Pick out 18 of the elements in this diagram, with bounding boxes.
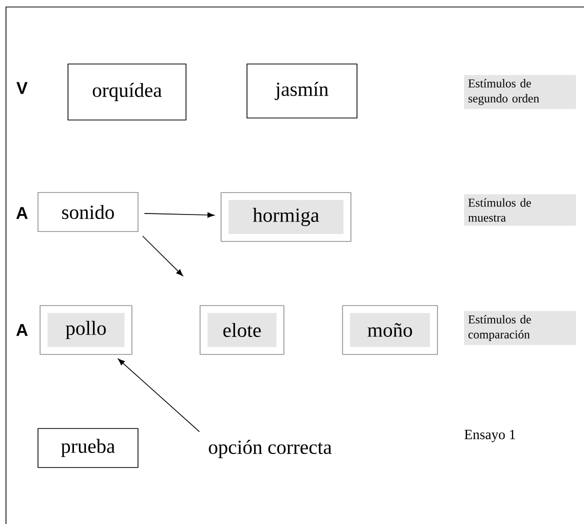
arrow	[142, 236, 183, 276]
category-box: Estímulos de comparación	[464, 311, 576, 345]
stimulus-box: pollo	[40, 305, 132, 355]
stimulus-box: prueba	[38, 428, 138, 468]
row-letter: V	[16, 82, 28, 94]
arrow	[144, 212, 214, 218]
annotation-text: opción correcta	[208, 440, 332, 458]
category-box: Estímulos de segundo orden	[464, 75, 576, 109]
stimulus-box: sonido	[38, 192, 138, 232]
row-letter: A	[16, 324, 28, 336]
stimulus-box: hormiga	[220, 192, 352, 242]
arrow	[118, 358, 200, 432]
stimulus-box: moño	[342, 305, 438, 355]
stimulus-box: orquídea	[68, 64, 186, 120]
stimulus-box: elote	[200, 305, 284, 355]
stimulus-box: jasmín	[246, 64, 358, 118]
trial-label: Ensayo 1	[464, 430, 516, 442]
category-box: Estímulos de muestra	[464, 194, 576, 226]
